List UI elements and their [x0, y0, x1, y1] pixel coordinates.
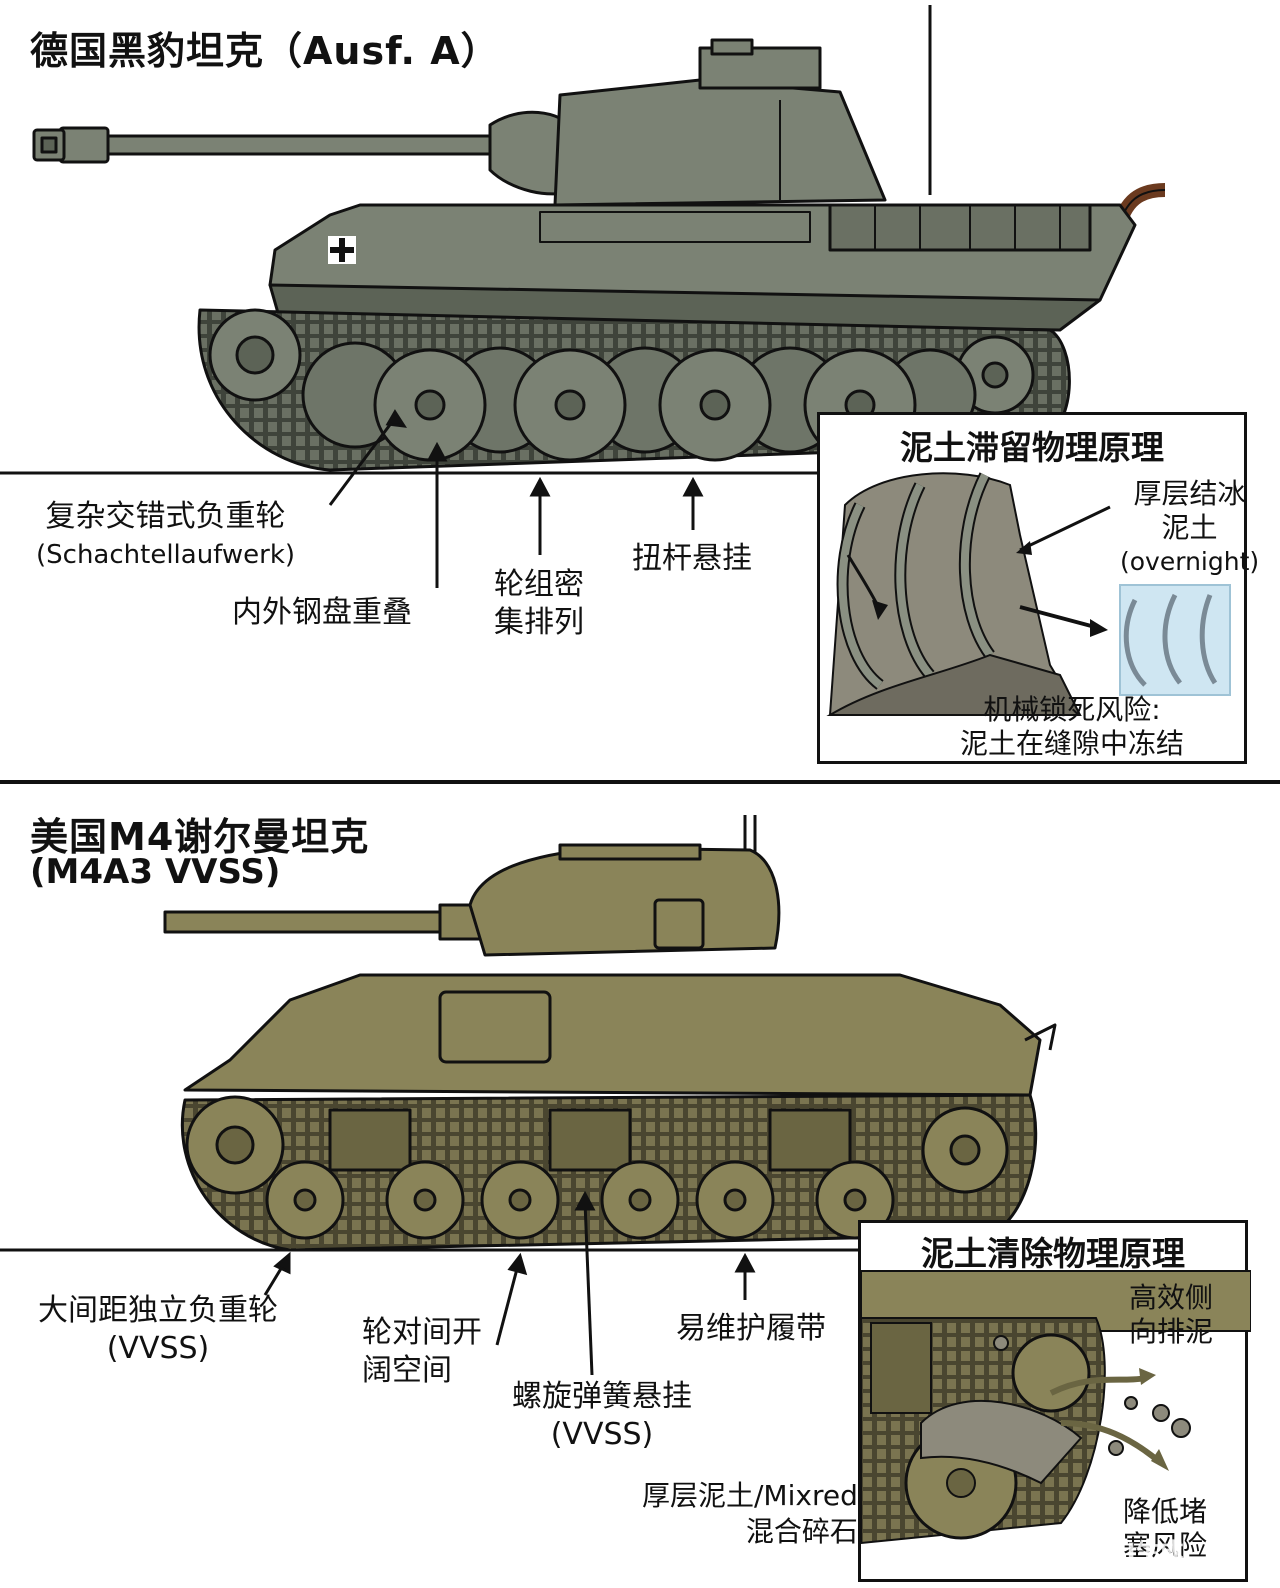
panther-inset: 泥土滞留物理原理 厚层结冰 泥土 (overnight) 机械锁死风险: 泥土在… [817, 412, 1259, 764]
watermark: 豆包AI生成 [1060, 1538, 1184, 1566]
label-side-line1: 高效侧 [1129, 1281, 1214, 1314]
mud-clearing-illustration [861, 1270, 1251, 1545]
label-frozen-mud: 厚层结冰 泥土 (overnight) [1120, 477, 1259, 579]
label-wide-line1: 大间距独立负重轮 [38, 1293, 278, 1328]
label-lower-line2: 塞风险 [1123, 1529, 1208, 1562]
mud-retention-illustration [826, 472, 1231, 716]
label-wide-spaced-wheels: 大间距独立负重轮 (VVSS) [38, 1292, 278, 1368]
label-lock-risk-line1: 机械锁死风险: [983, 693, 1161, 726]
label-interleaved-line2: (Schachtellaufwerk) [36, 540, 296, 570]
label-spring-line2: (VVSS) [550, 1417, 654, 1452]
label-lock-risk: 机械锁死风险: 泥土在缝隙中冻结 [960, 693, 1184, 761]
label-frozen-line2: 泥土 [1161, 511, 1218, 544]
label-open-line1: 轮对间开 [362, 1315, 482, 1350]
label-disc-overlap: 内外钢盘重叠 [232, 595, 412, 630]
label-spring-suspension: 螺旋弹簧悬挂 (VVSS) [512, 1378, 692, 1454]
sherman-callout-arrows [263, 1190, 756, 1376]
label-thick-mud-line2: 混合碎石 [745, 1515, 858, 1548]
label-side-ejection: 高效侧 向排泥 [1129, 1281, 1213, 1349]
label-side-line2: 向排泥 [1129, 1315, 1214, 1348]
label-wide-line2: (VVSS) [106, 1331, 210, 1366]
label-interleaved-wheels: 复杂交错式负重轮 (Schachtellaufwerk) [36, 498, 295, 574]
label-frozen-line1: 厚层结冰 [1133, 477, 1246, 510]
panther-callout-arrows [328, 409, 704, 588]
sherman-inset: 泥土清除物理原理 高效侧 向排泥 降低堵 塞风险 [858, 1220, 1251, 1582]
panther-inset-title: 泥土滞留物理原理 [900, 428, 1164, 467]
label-thick-mud-line1: 厚层泥土/Mixred [642, 1479, 858, 1512]
label-lock-risk-line2: 泥土在缝隙中冻结 [960, 727, 1185, 760]
label-easy-track: 易维护履带 [676, 1311, 826, 1346]
label-lower-line1: 降低堵 [1123, 1495, 1208, 1528]
sherman-tank-drawing [163, 815, 1057, 1252]
panther-title: 德国黑豹坦克（Ausf. A） [30, 29, 500, 73]
label-interleaved-line1: 复杂交错式负重轮 [45, 499, 286, 534]
sherman-subtitle: (M4A3 VVSS) [30, 852, 281, 892]
label-dense-line2: 集排列 [494, 605, 584, 640]
label-dense-line1: 轮组密 [494, 567, 584, 602]
sherman-title: 美国M4谢尔曼坦克 [30, 815, 370, 859]
label-dense-wheels: 轮组密 集排列 [494, 566, 584, 642]
label-frozen-line3: (overnight) [1120, 547, 1260, 576]
label-thick-mud: 厚层泥土/Mixred 混合碎石 [642, 1478, 858, 1550]
label-open-line2: 阔空间 [362, 1353, 452, 1388]
label-lower-clog-risk: 降低堵 塞风险 [1123, 1495, 1207, 1563]
label-spring-line1: 螺旋弹簧悬挂 [512, 1379, 692, 1414]
label-open-space: 轮对间开 阔空间 [362, 1314, 482, 1390]
label-torsion-bar: 扭杆悬挂 [632, 541, 752, 576]
